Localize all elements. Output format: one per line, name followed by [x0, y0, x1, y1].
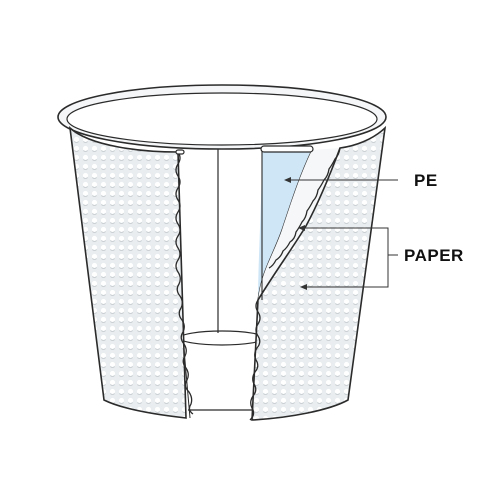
paper-leader-line-upper	[300, 227, 398, 256]
pe-layer	[258, 148, 312, 300]
paper-leader-arrowhead-upper	[298, 225, 305, 231]
pe-leader-arrowhead	[284, 177, 291, 183]
paper-inner-layer	[258, 148, 340, 300]
cup-left-cut-thickness	[175, 149, 185, 155]
cup-rim-inner	[66, 92, 378, 146]
cup-right-cut-edge	[249, 299, 261, 421]
paper-outer-cut-edge	[268, 147, 341, 269]
cup-right-cut-thickness	[260, 145, 314, 153]
cup-bottom-disc	[179, 330, 265, 346]
cup-left-wall	[68, 125, 187, 419]
paper-leader-arrowhead-lower	[300, 284, 307, 290]
cup-left-cut-edge	[175, 151, 194, 415]
pe-label: PE	[414, 171, 438, 190]
paper-label: PAPER	[404, 246, 464, 265]
paper-leader-line-lower	[302, 255, 389, 288]
